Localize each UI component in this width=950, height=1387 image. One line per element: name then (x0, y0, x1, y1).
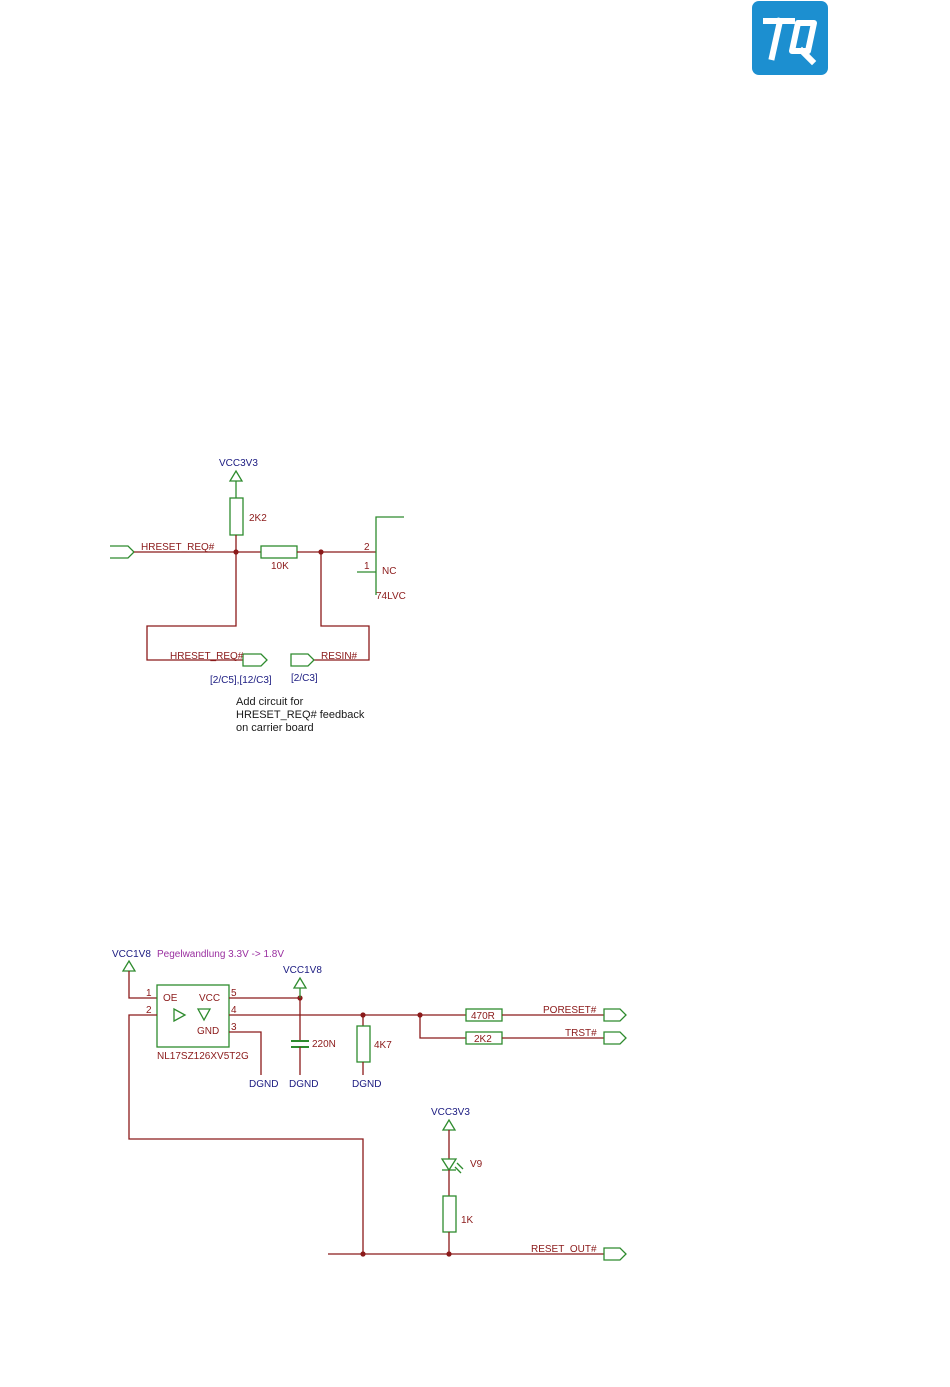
capacitor-220n-label: 220N (312, 1039, 336, 1050)
trst-label: TRST# (565, 1028, 597, 1039)
junction-reset-2 (446, 1251, 451, 1256)
vcc1v8-mid-label: VCC1V8 (283, 965, 322, 976)
ic-oe-label: OE (163, 993, 178, 1004)
led-ray-1 (457, 1163, 463, 1169)
level-shift-annotation: Pegelwandlung 3.3V -> 1.8V (157, 949, 284, 960)
resistor-470r-label: 470R (471, 1011, 495, 1022)
ic-name-label: NL17SZ126XV5T2G (157, 1051, 249, 1062)
vcc3v3-led-label: VCC3V3 (431, 1107, 470, 1118)
junction-reset-1 (360, 1251, 365, 1256)
led-v9-label: V9 (470, 1159, 483, 1170)
dgnd-pulldown-label: DGND (352, 1079, 381, 1090)
oe-wire (129, 971, 157, 998)
ic-vcc-label: VCC (199, 993, 220, 1004)
resistor-4k7-label: 4K7 (374, 1040, 392, 1051)
poreset-port (604, 1009, 626, 1021)
reset-out-label: RESET_OUT# (531, 1244, 597, 1255)
poreset-label: PORESET# (543, 1005, 597, 1016)
trst-port (604, 1032, 626, 1044)
resistor-1k-label: 1K (461, 1215, 474, 1226)
vcc3v3-led-symbol (443, 1120, 455, 1130)
resistor-1k (443, 1196, 456, 1232)
resistor-2k2-trst-label: 2K2 (474, 1034, 492, 1045)
trst-branch-wire (420, 1015, 466, 1038)
vcc1v8-mid-symbol (294, 978, 306, 988)
dgnd-ic-label: DGND (249, 1079, 278, 1090)
led-v9-icon (442, 1159, 456, 1170)
vcc1v8-left-label: VCC1V8 (112, 949, 151, 960)
vcc1v8-left-symbol (123, 961, 135, 971)
resistor-4k7 (357, 1026, 370, 1062)
ic-gnd-label: GND (197, 1026, 219, 1037)
pin-1-label: 1 (146, 988, 152, 999)
reset-out-port (604, 1248, 626, 1260)
dgnd-cap-label: DGND (289, 1079, 318, 1090)
